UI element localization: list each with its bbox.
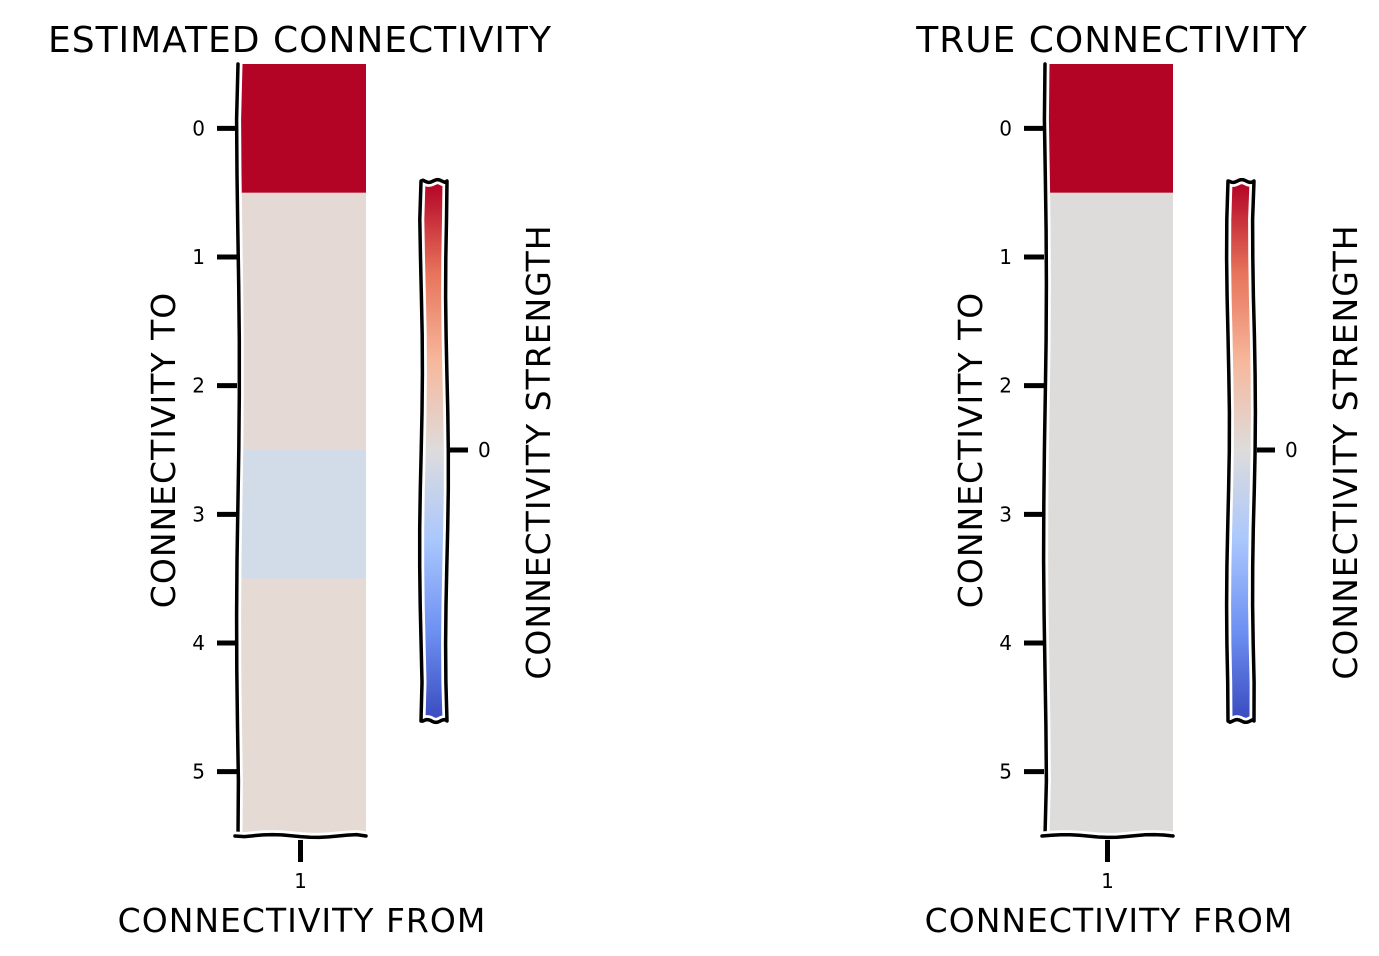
heatmap-cell (1048, 707, 1173, 837)
x-axis-label: CONNECTIVITY FROM (118, 901, 487, 940)
colorbar-tick-label: 0 (478, 438, 491, 462)
colorbar-label: CONNECTIVITY STRENGTH (1326, 224, 1365, 679)
heatmap-cell (241, 64, 366, 194)
y-tick-label: 1 (192, 245, 205, 269)
colorbar-label: CONNECTIVITY STRENGTH (519, 224, 558, 679)
heatmap-cell (1048, 64, 1173, 194)
y-tick-label: 3 (192, 502, 205, 526)
heatmap-cell (241, 321, 366, 451)
y-tick-label: 2 (999, 374, 1012, 398)
colorbar-frame (417, 177, 451, 725)
x-axis-spine (233, 832, 368, 840)
y-tick-label: 5 (192, 760, 205, 784)
y-tick-label: 4 (999, 631, 1012, 655)
chart-title: ESTIMATED CONNECTIVITY (48, 20, 552, 61)
y-axis-spine (234, 62, 242, 838)
heatmap-cell (241, 450, 366, 580)
x-tick-label: 1 (1101, 869, 1114, 893)
heatmap-cell (241, 707, 366, 837)
heatmap-cell (1048, 192, 1173, 322)
y-axis-label: CONNECTIVITY TO (144, 292, 183, 608)
colorbar (1231, 184, 1251, 718)
colorbar-frame (1224, 177, 1258, 725)
heatmap-cell (1048, 321, 1173, 451)
heatmap-cell (1048, 450, 1173, 580)
y-tick-label: 0 (999, 116, 1012, 140)
panel-estimated-connectivity: 0 1 2 3 4 5 1 ESTIMATED CONNECTIVITY CONNECTIVIT… (48, 20, 558, 940)
y-axis-spine (1041, 62, 1049, 838)
y-axis-label: CONNECTIVITY TO (951, 292, 990, 608)
x-axis-spine (1040, 832, 1175, 840)
chart-title: TRUE CONNECTIVITY (915, 20, 1308, 61)
x-tick-label: 1 (294, 869, 307, 893)
y-tick-label: 2 (192, 374, 205, 398)
heatmap-cell (241, 192, 366, 322)
y-tick-label: 0 (192, 116, 205, 140)
colorbar-tick-label: 0 (1285, 438, 1298, 462)
heatmap-cell (241, 578, 366, 708)
x-axis-label: CONNECTIVITY FROM (925, 901, 1294, 940)
colorbar (424, 184, 444, 718)
y-tick-label: 4 (192, 631, 205, 655)
heatmap-cell (1048, 578, 1173, 708)
y-tick-label: 3 (999, 502, 1012, 526)
panel-true-connectivity: 0 1 2 3 4 5 1 TRUE CONNECTIVITY CONNECTIVITY FRO… (915, 20, 1365, 940)
y-tick-label: 5 (999, 760, 1012, 784)
y-tick-label: 1 (999, 245, 1012, 269)
